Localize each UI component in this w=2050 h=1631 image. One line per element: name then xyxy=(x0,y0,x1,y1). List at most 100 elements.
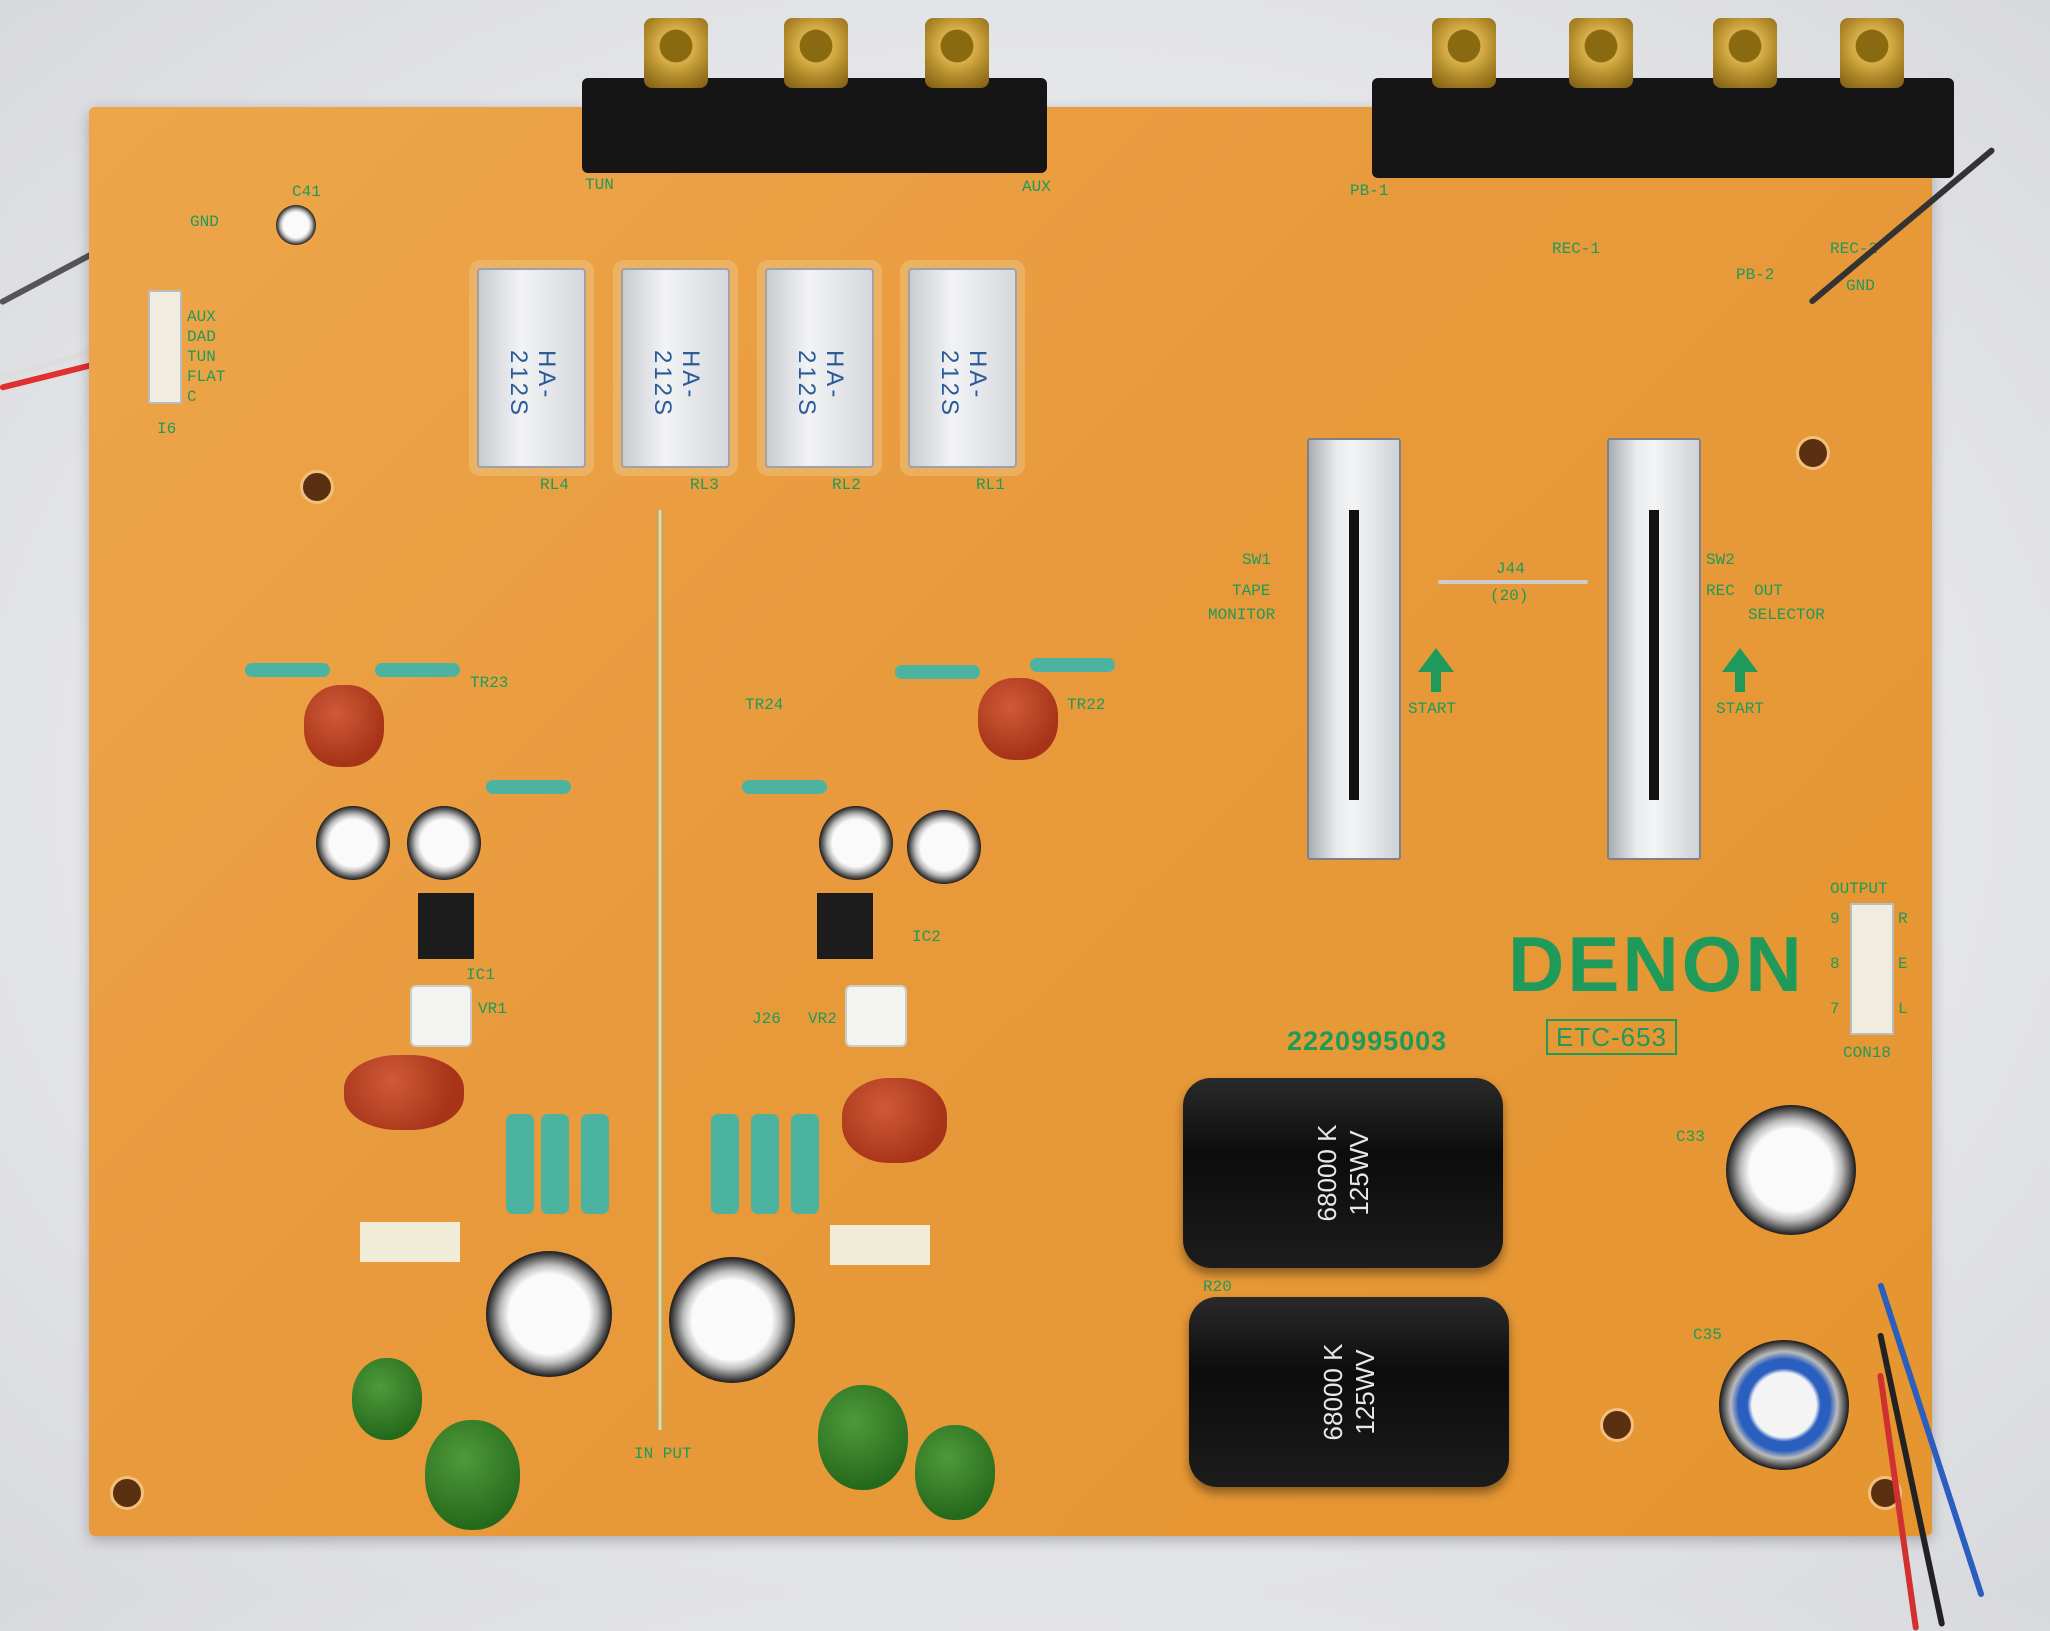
power-resistor xyxy=(751,1114,779,1214)
rca-jack xyxy=(784,18,848,88)
electrolytic-capacitor xyxy=(907,810,981,884)
ceramic-resistor xyxy=(360,1222,460,1262)
label-rl2: RL2 xyxy=(832,476,861,494)
label-c33: C33 xyxy=(1676,1128,1705,1146)
cap-value: 68000 K xyxy=(1318,1343,1348,1441)
rca-block-right xyxy=(1372,78,1954,178)
label-ic1: IC1 xyxy=(466,966,495,984)
output-connector xyxy=(1850,903,1894,1035)
label-sw2: SW2 xyxy=(1706,551,1735,569)
label-gnd-right: GND xyxy=(1846,277,1875,295)
relay-rl3: HA-212S xyxy=(621,268,730,468)
rca-jack-tun xyxy=(644,18,708,88)
power-resistor xyxy=(506,1114,534,1214)
label-tr24: TR24 xyxy=(745,696,784,714)
trimmer-vr1[interactable] xyxy=(410,985,472,1047)
label-pb2: PB-2 xyxy=(1736,266,1775,284)
label-selector: SELECTOR xyxy=(1748,606,1825,624)
label-j44-value: (20) xyxy=(1490,587,1529,605)
label-vr2: VR2 xyxy=(808,1010,837,1028)
ribbon-connector xyxy=(148,290,182,404)
mounting-hole xyxy=(1600,1408,1634,1442)
trimmer-vr2[interactable] xyxy=(845,985,907,1047)
mounting-hole xyxy=(1868,1476,1902,1510)
relay-model: HA-212S xyxy=(935,349,991,418)
shield-rod xyxy=(657,510,663,1430)
pin-number: 9 xyxy=(1830,910,1840,928)
label-rec-out: REC OUT xyxy=(1706,582,1783,600)
label-tape: TAPE xyxy=(1232,582,1271,600)
label-flat: FLAT xyxy=(187,368,226,386)
resistor xyxy=(486,780,571,794)
pin-label: L xyxy=(1898,1000,1908,1018)
model-label: ETC-653 xyxy=(1546,1019,1678,1055)
label-monitor: MONITOR xyxy=(1208,606,1276,624)
ceramic-capacitor xyxy=(352,1358,422,1440)
relay-rl4: HA-212S xyxy=(477,268,586,468)
label-tun: TUN xyxy=(585,176,614,194)
ceramic-resistor xyxy=(830,1225,930,1265)
label-dad: DAD xyxy=(187,328,216,346)
resistor xyxy=(895,665,980,679)
rca-jack-rec2 xyxy=(1840,18,1904,88)
electrolytic-capacitor xyxy=(819,806,893,880)
cap-rating: 68000 K 125WV xyxy=(1317,1344,1381,1441)
ceramic-capacitor xyxy=(425,1420,520,1530)
mounting-hole xyxy=(1796,436,1830,470)
pin-label: E xyxy=(1898,955,1908,973)
ceramic-capacitor xyxy=(818,1385,908,1490)
slide-switch-sw2[interactable] xyxy=(1607,438,1701,860)
rca-block-left xyxy=(582,78,1047,173)
ic-chip-ic2 xyxy=(817,893,873,959)
resistor xyxy=(1030,658,1115,672)
filter-capacitor: 68000 K 125WV xyxy=(1183,1078,1503,1268)
label-input: IN PUT xyxy=(634,1445,692,1463)
relay-model: HA-212S xyxy=(504,349,560,418)
electrolytic-capacitor-c33 xyxy=(1726,1105,1856,1235)
label-j44: J44 xyxy=(1496,560,1525,578)
label-tr23: TR23 xyxy=(470,674,509,692)
label-gnd-left: GND xyxy=(190,213,219,231)
ic-chip-ic1 xyxy=(418,893,474,959)
power-resistor xyxy=(711,1114,739,1214)
electrolytic-capacitor xyxy=(486,1251,612,1377)
electrolytic-capacitor xyxy=(669,1257,795,1383)
label-output: OUTPUT xyxy=(1830,880,1888,898)
label-aux-in: AUX xyxy=(187,308,216,326)
power-resistor xyxy=(541,1114,569,1214)
label-vr1: VR1 xyxy=(478,1000,507,1018)
capacitor-c41 xyxy=(276,205,316,245)
jumper-wire xyxy=(1438,580,1588,584)
label-i6: I6 xyxy=(157,420,177,438)
pin-label: R xyxy=(1898,910,1908,928)
rca-jack-pb1 xyxy=(1432,18,1496,88)
label-sw1: SW1 xyxy=(1242,551,1271,569)
power-resistor xyxy=(791,1114,819,1214)
mounting-hole xyxy=(110,1476,144,1510)
film-capacitor xyxy=(304,685,384,767)
relay-rl2: HA-212S xyxy=(765,268,874,468)
electrolytic-capacitor xyxy=(407,806,481,880)
slide-switch-sw1[interactable] xyxy=(1307,438,1401,860)
label-rec1: REC-1 xyxy=(1552,240,1601,258)
electrolytic-capacitor xyxy=(316,806,390,880)
cap-voltage: 125WV xyxy=(1350,1349,1380,1435)
label-r20: R20 xyxy=(1203,1278,1232,1296)
label-tr22: TR22 xyxy=(1067,696,1106,714)
label-c41: C41 xyxy=(292,183,321,201)
cap-value: 68000 K xyxy=(1312,1124,1342,1222)
resistor xyxy=(742,780,827,794)
pin-number: 8 xyxy=(1830,955,1840,973)
pin-number: 7 xyxy=(1830,1000,1840,1018)
rca-jack-pb2 xyxy=(1713,18,1777,88)
label-aux: AUX xyxy=(1022,178,1051,196)
relay-rl1: HA-212S xyxy=(908,268,1017,468)
label-rl4: RL4 xyxy=(540,476,569,494)
start-arrow-icon xyxy=(1418,648,1454,692)
rca-jack-aux xyxy=(925,18,989,88)
brand-logo: DENON xyxy=(1508,920,1805,1008)
label-start-sw2: START xyxy=(1716,700,1765,718)
label-tun-in: TUN xyxy=(187,348,216,366)
mounting-hole xyxy=(300,470,334,504)
label-con18: CON18 xyxy=(1843,1044,1892,1062)
